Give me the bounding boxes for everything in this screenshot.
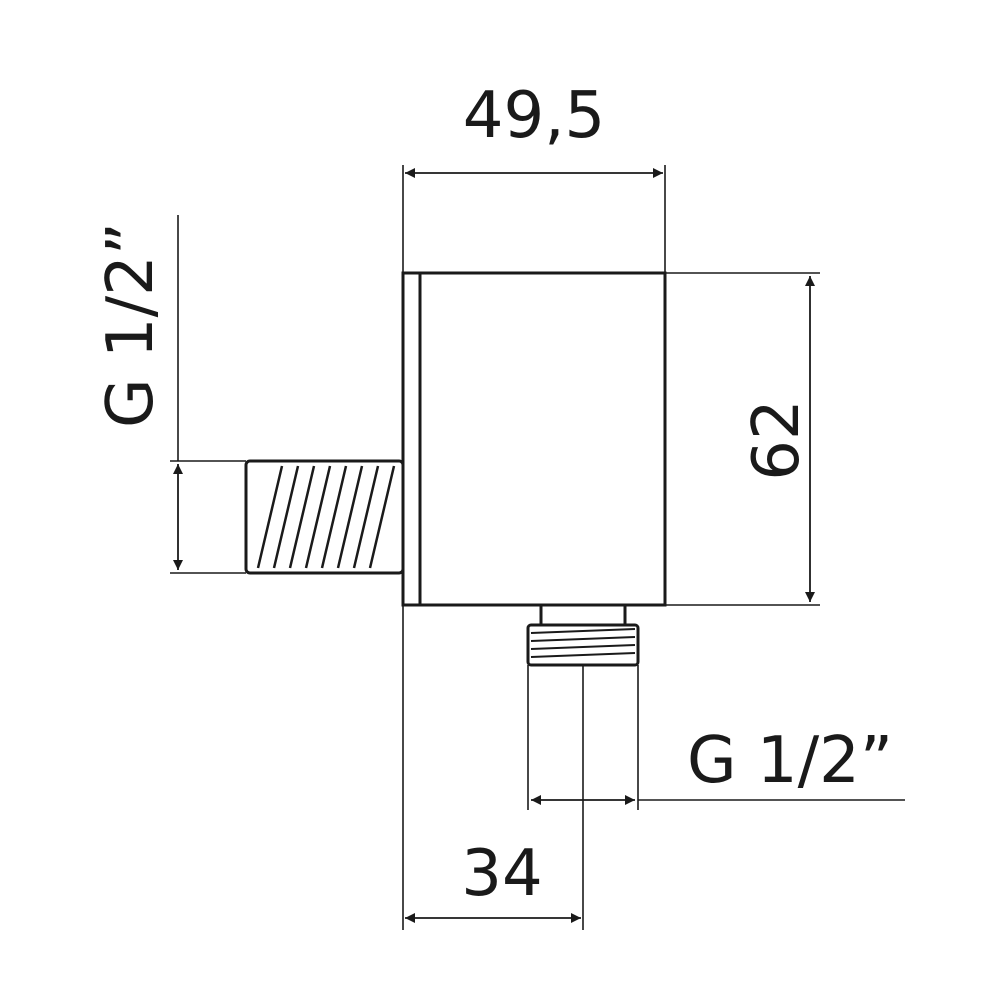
outlet-thread [526,603,640,667]
inlet-thread [244,459,405,575]
dimension-lines [173,168,815,923]
height-label: 62 [740,399,814,480]
offset-label: 34 [461,837,542,911]
width-label: 49,5 [463,79,606,153]
outlet-thread-label: G 1/2” [687,724,893,798]
extension-lines [170,165,905,930]
inlet-thread-label: G 1/2” [94,222,168,428]
fitting-body [401,271,667,607]
